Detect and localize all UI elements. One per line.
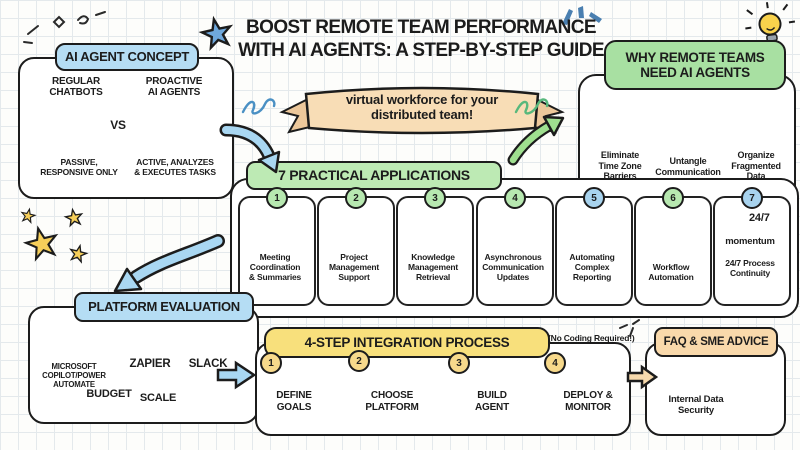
budget-label: BUDGET [86, 388, 132, 400]
blue-squiggle [241, 98, 276, 115]
app-number-badge: 2 [345, 187, 367, 209]
concept-to-apps-arrow [219, 123, 281, 174]
platform-header: PLATFORM EVALUATION [74, 292, 254, 322]
app-card-label: Automating Complex Reporting [569, 252, 615, 282]
process-step-label: DEPLOY & MONITOR [563, 390, 613, 413]
process-to-faq-arrow [626, 364, 659, 390]
why-item-label: Untangle Communication [655, 156, 721, 177]
app-247-momentum: momentum [725, 236, 775, 247]
page-title-line2: WITH AI AGENTS: A STEP-BY-STEP GUIDE [238, 40, 604, 61]
app-card-label: Asynchronous Communication Updates [482, 252, 544, 282]
concept-vs-label: VS [110, 118, 126, 132]
process-step-label: DEFINE GOALS [276, 390, 312, 413]
platform-logo-label: MICROSOFT COPILOT/POWER AUTOMATE [42, 362, 106, 389]
why-item-label: Organize Fragmented Data [731, 150, 781, 181]
process-step-label: CHOOSE PLATFORM [365, 390, 419, 413]
platform-logo-label: ZAPIER [129, 358, 171, 370]
page-title: BOOST REMOTE TEAM PERFORMANCE WITH AI AG… [226, 16, 616, 62]
why-item-label: Eliminate Time Zone Barriers [598, 150, 642, 181]
process-note: (No Coding Required!) [548, 333, 635, 343]
app-card-2 [317, 196, 395, 306]
process-step-number: 1 [260, 352, 282, 374]
apps-header: 7 PRACTICAL APPLICATIONS [246, 161, 502, 190]
app-card-label: Knowledge Management Retrieval [408, 252, 458, 282]
why-header: WHY REMOTE TEAMS NEED AI AGENTS [604, 40, 786, 90]
app-card-1 [238, 196, 316, 306]
app-number-badge: 7 [741, 187, 763, 209]
app-card-7 [713, 196, 791, 306]
green-squiggle [514, 98, 549, 115]
yellow-stars-decoration [19, 207, 89, 264]
page-title-line1: BOOST REMOTE TEAM PERFORMANCE [246, 17, 597, 38]
process-header: 4-STEP INTEGRATION PROCESS [264, 327, 550, 358]
app-card-label: Meeting Coordination & Summaries [248, 252, 302, 282]
app-number-badge: 3 [424, 187, 446, 209]
banner-text: virtual workforce for your distributed t… [345, 92, 499, 122]
concept-header: AI AGENT CONCEPT [55, 43, 199, 71]
app-card-4 [476, 196, 554, 306]
banner-to-why-arrow [507, 115, 565, 166]
app-card-label: 24/7 Process Continuity [725, 258, 775, 278]
app-card-5 [555, 196, 633, 306]
apps-to-platform-arrow [113, 234, 225, 293]
app-number-badge: 4 [504, 187, 526, 209]
app-card-3 [396, 196, 474, 306]
process-step-label: BUILD AGENT [474, 390, 509, 413]
concept-right-caption: ACTIVE, ANALYZES & EXECUTES TASKS [134, 157, 216, 177]
concept-right-title: PROACTIVE AI AGENTS [145, 76, 203, 98]
app-card-label: Project Management Support [329, 252, 379, 282]
concept-left-caption: PASSIVE, RESPONSIVE ONLY [40, 157, 118, 177]
platform-logo-label: SLACK [188, 358, 228, 370]
faq-header: FAQ & SME ADVICE [654, 327, 778, 357]
app-number-badge: 1 [266, 187, 288, 209]
app-247-badge: 24/7 [749, 212, 770, 224]
scribble-marks [23, 11, 106, 44]
sparkle-marks [619, 319, 640, 337]
platform-to-process-arrow [216, 360, 257, 390]
process-step-number: 3 [448, 352, 470, 374]
app-number-badge: 5 [583, 187, 605, 209]
blue-dash-marks [562, 6, 602, 25]
app-number-badge: 6 [662, 187, 684, 209]
platform-box [28, 306, 259, 424]
concept-left-title: REGULAR CHATBOTS [49, 76, 103, 98]
app-card-6 [634, 196, 712, 306]
faq-label: Internal Data Security [668, 394, 724, 416]
process-step-number: 4 [544, 352, 566, 374]
process-step-number: 2 [348, 350, 370, 372]
app-card-label: Workflow Automation [648, 262, 694, 282]
lightbulb-decoration-icon [745, 2, 796, 43]
scale-label: SCALE [139, 392, 177, 404]
